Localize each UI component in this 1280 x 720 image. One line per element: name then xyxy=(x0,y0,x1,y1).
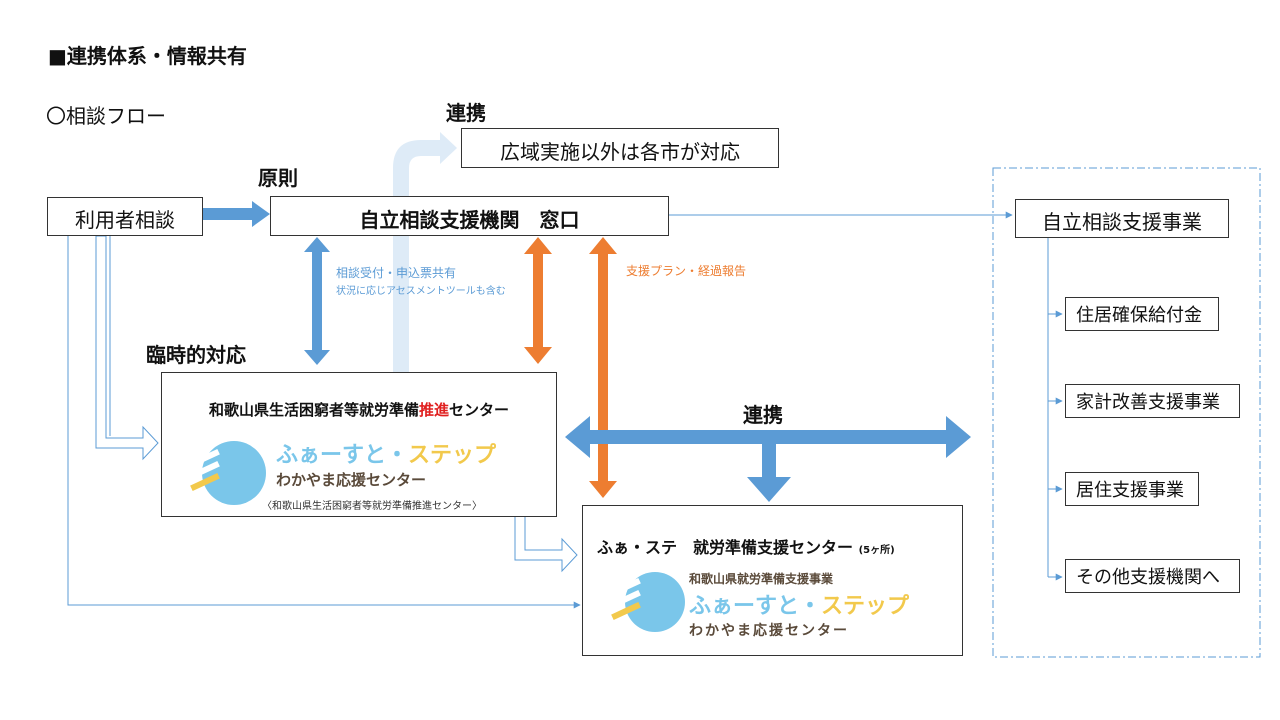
side-item-residence: 居住支援事業 xyxy=(1065,472,1199,506)
flow-subtitle: 〇相談フロー xyxy=(46,104,166,128)
side-item-household-label: 家計改善支援事業 xyxy=(1076,392,1220,413)
side-item-other-label: その他支援機関へ xyxy=(1076,567,1220,588)
fasute-logo-name-a: ふぁーすと・ xyxy=(689,594,822,619)
user-to-center-outline-arrow xyxy=(95,235,159,461)
user-to-fasute-line xyxy=(67,236,581,609)
fasute-logo-name-b: ステップ xyxy=(821,594,910,619)
fasute-logo-name: ふぁーすと・ステップ xyxy=(689,588,909,620)
fasute-title: ふぁ・ステ 就労準備支援センター (5ヶ所) xyxy=(597,534,895,558)
fasute-subtitle: 和歌山県就労準備支援事業 xyxy=(689,572,834,586)
fasute-center-box: ふぁ・ステ 就労準備支援センター (5ヶ所) 和歌山県就労準備支援事業 ふぁーす… xyxy=(582,505,963,656)
plan-arrow-left xyxy=(524,237,552,364)
center-title-part-c: センター xyxy=(449,401,510,419)
first-step-logo-icon xyxy=(190,441,266,505)
cooperation-double-arrow xyxy=(565,416,971,458)
side-item-housing-label: 住居確保給付金 xyxy=(1076,305,1202,326)
side-item-household: 家計改善支援事業 xyxy=(1065,384,1240,418)
regional-bent-arrow xyxy=(393,132,457,372)
center-title-highlight: 推進 xyxy=(418,401,449,419)
center-subtitle: 〈和歌山県生活困窮者等就労準備推進センター〉 xyxy=(262,501,482,512)
fasute-logo-tagline: わかやま応援センター xyxy=(689,623,849,639)
label-renkei-top: 連携 xyxy=(446,101,486,125)
label-renkei-mid: 連携 xyxy=(743,403,783,427)
logo-name-b: ステップ xyxy=(408,443,497,468)
jiritsu-label: 自立相談支援事業 xyxy=(1042,210,1202,234)
window-label: 自立相談支援機関 窓口 xyxy=(359,208,580,232)
consult-share-arrow xyxy=(304,237,330,365)
center-to-fasute-outline-arrow xyxy=(514,515,578,573)
cooperation-down-arrow xyxy=(747,444,791,502)
prefectural-center-box: 和歌山県生活困窮者等就労準備推進センター ふぁーすと・ステップ わかやま応援セン… xyxy=(161,372,557,517)
plan-label: 支援プラン・経過報告 xyxy=(626,264,747,278)
fasute-count: (5ヶ所) xyxy=(858,545,895,556)
label-gensoku: 原則 xyxy=(258,166,298,190)
consult-label-2: 状況に応じアセスメントツールも含む xyxy=(336,286,506,297)
user-consult-box: 利用者相談 xyxy=(47,197,203,236)
fasute-logo-icon xyxy=(611,572,685,632)
logo-name-a: ふぁーすと・ xyxy=(276,443,409,468)
jiritsu-box: 自立相談支援事業 xyxy=(1015,199,1229,238)
user-to-window-arrow xyxy=(203,201,270,227)
regional-label: 広域実施以外は各市が対応 xyxy=(500,140,740,164)
side-item-residence-label: 居住支援事業 xyxy=(1076,480,1184,501)
side-item-other: その他支援機関へ xyxy=(1065,559,1240,593)
label-rinji: 臨時的対応 xyxy=(146,343,246,367)
regional-box: 広域実施以外は各市が対応 xyxy=(461,128,779,168)
window-box: 自立相談支援機関 窓口 xyxy=(270,196,669,236)
logo-name: ふぁーすと・ステップ xyxy=(276,437,496,469)
logo-tagline: わかやま応援センター xyxy=(276,471,427,489)
plan-arrow-right xyxy=(589,237,617,498)
jiritsu-region xyxy=(992,167,1261,658)
prefectural-center-title: 和歌山県生活困窮者等就労準備推進センター xyxy=(162,399,556,420)
page-title: ■連携体系・情報共有 xyxy=(48,44,247,68)
consult-label-1: 相談受付・申込票共有 xyxy=(336,266,457,280)
center-title-part-a: 和歌山県生活困窮者等就労準備 xyxy=(208,401,419,419)
user-consult-label: 利用者相談 xyxy=(75,208,175,232)
fasute-title-text: ふぁ・ステ 就労準備支援センター xyxy=(597,538,854,557)
side-item-housing: 住居確保給付金 xyxy=(1065,297,1219,331)
